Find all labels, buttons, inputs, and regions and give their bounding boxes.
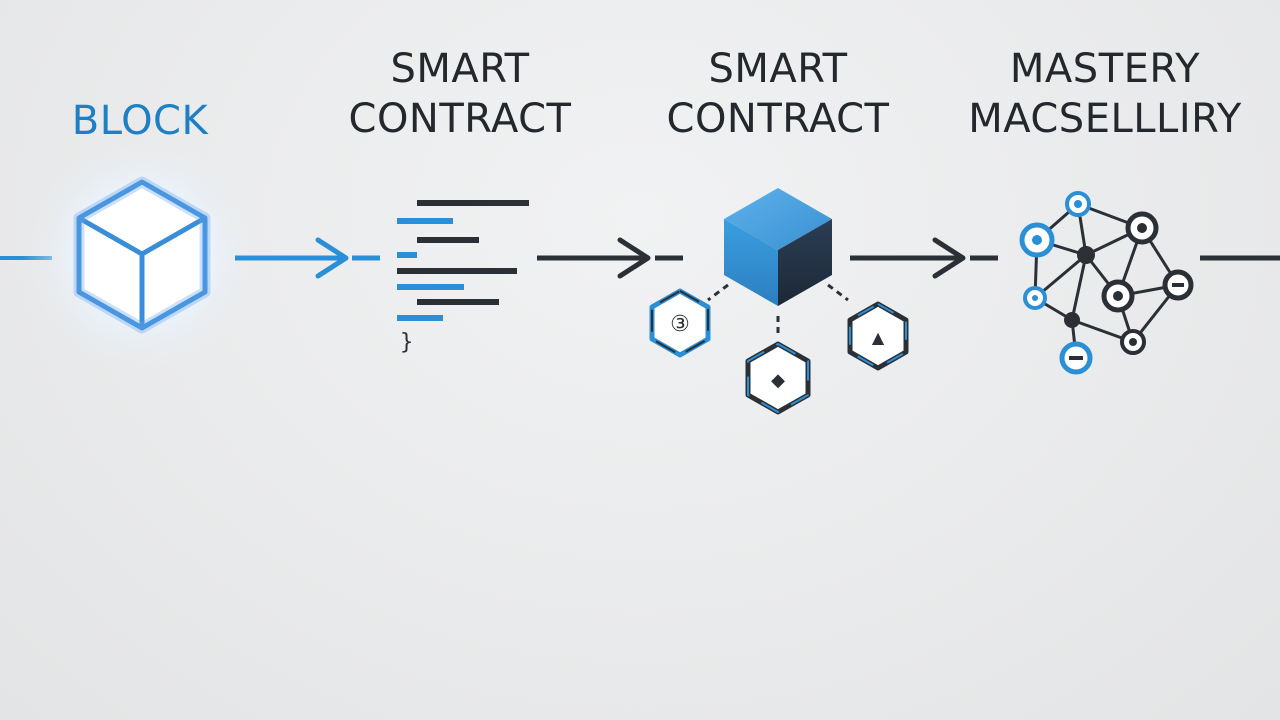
code-lines-icon: } [397, 200, 529, 355]
arrow-right-icon [537, 237, 683, 279]
token-glyph: ▲ [872, 328, 885, 347]
arrow-right-icon [850, 237, 998, 279]
code-brace-glyph: } [400, 330, 413, 355]
stage-label-line: SMART [708, 46, 848, 92]
network-node [1120, 329, 1146, 355]
arrow-right-icon [235, 237, 380, 279]
network-node [1059, 341, 1093, 375]
network-node [1125, 211, 1159, 245]
solid-cube-icon [724, 188, 832, 306]
network-node [1077, 246, 1095, 264]
stage-label-line: MASTERY [1009, 46, 1201, 92]
token-hexagon-icon: ◆ [745, 341, 811, 415]
token-glyph: ③ [670, 312, 690, 337]
dashed-connector [707, 283, 849, 336]
stage-label-line: SMART [390, 46, 530, 92]
stage-label-line: CONTRACT [666, 96, 890, 142]
token-glyph: ◆ [771, 370, 785, 391]
network-node [1101, 279, 1135, 313]
token-hexagon-icon: ③ [649, 288, 711, 358]
cube-icon [22, 135, 262, 375]
stage-label-smart-contract: SMART CONTRACT [330, 44, 590, 144]
network-node [1023, 286, 1047, 310]
network-node [1065, 191, 1091, 217]
network-node [1019, 222, 1055, 258]
network-graph-icon [1019, 191, 1194, 375]
network-node [1064, 312, 1080, 328]
token-hexagon-icon: ▲ [847, 301, 909, 371]
stage-label-mastery: MASTERY MACSELLLIRY [955, 44, 1255, 144]
network-node [1162, 269, 1194, 301]
stage-label-line: MACSELLLIRY [968, 96, 1242, 142]
stage-label-line: CONTRACT [348, 96, 572, 142]
stage-label-smart-contract-2: SMART CONTRACT [648, 44, 908, 144]
